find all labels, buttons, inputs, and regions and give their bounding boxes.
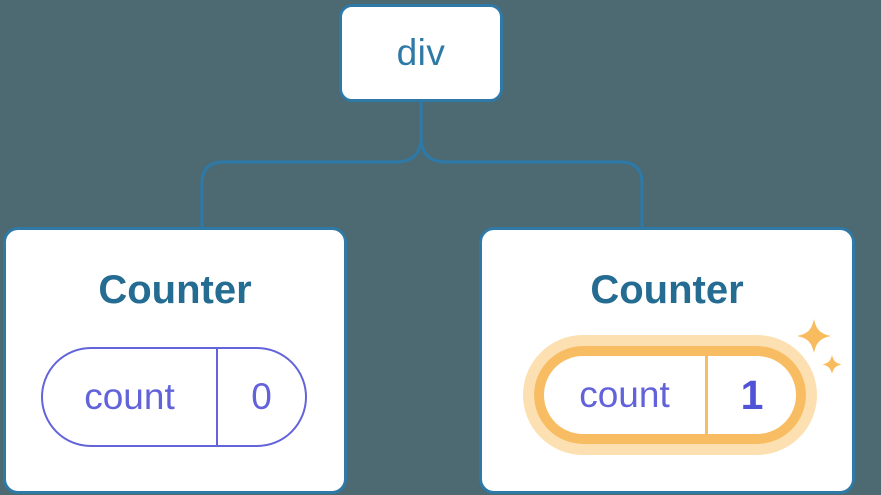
state-pill: count 0 xyxy=(41,347,307,447)
counter-card-right: Counter count 1 xyxy=(479,227,855,494)
counter-title: Counter xyxy=(98,268,252,312)
state-key-label: count xyxy=(544,356,708,434)
counter-card-left: Counter count 0 xyxy=(3,227,347,494)
state-pill-highlighted: count 1 xyxy=(523,335,817,455)
state-key-label: count xyxy=(43,349,218,445)
state-value: 1 xyxy=(740,371,764,418)
counter-title: Counter xyxy=(590,268,744,312)
root-node-label: div xyxy=(396,32,446,73)
state-pill-highlight-ring: count 1 xyxy=(534,346,806,444)
state-value: 0 xyxy=(251,376,272,417)
root-node-div: div xyxy=(339,4,503,102)
sparkle-icon xyxy=(797,319,842,374)
